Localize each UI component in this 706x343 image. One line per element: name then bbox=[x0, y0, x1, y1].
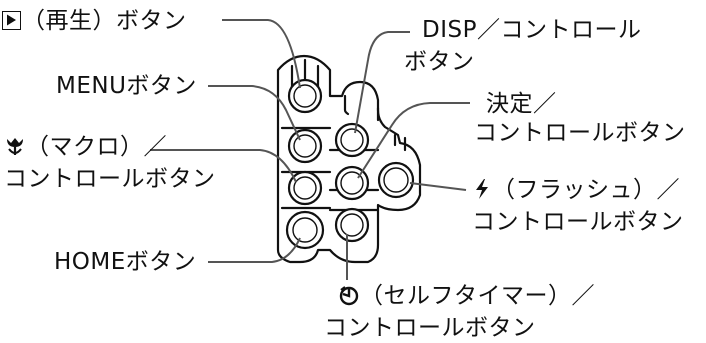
leader-play bbox=[222, 19, 301, 89]
play-label: （再生）ボタン bbox=[2, 7, 187, 36]
self-timer-icon bbox=[338, 284, 360, 314]
leader-ok bbox=[357, 102, 470, 179]
leader-home bbox=[208, 237, 301, 263]
ok-label: 決定／ コントロールボタン bbox=[474, 91, 686, 146]
macro-label: （マクロ）／ コントロールボタン bbox=[4, 134, 216, 192]
panel-outline bbox=[276, 54, 422, 264]
flash-label: （フラッシュ）／ コントロールボタン bbox=[472, 177, 684, 235]
leader-menu bbox=[208, 85, 301, 141]
leader-macro bbox=[150, 149, 297, 183]
play-triangle-icon bbox=[2, 11, 21, 30]
home-button-shape bbox=[285, 210, 325, 250]
tulip-macro-icon bbox=[4, 135, 26, 165]
timer-label: （セルフタイマー）／ コントロールボタン bbox=[324, 283, 595, 341]
leader-disp bbox=[354, 31, 410, 134]
menu-label: MENUボタン bbox=[56, 73, 197, 99]
leader-flash bbox=[409, 182, 467, 191]
disp-label: DISP／コントロール ボタン bbox=[404, 17, 642, 75]
home-label: HOMEボタン bbox=[54, 249, 197, 275]
lightning-flash-icon bbox=[472, 178, 492, 208]
